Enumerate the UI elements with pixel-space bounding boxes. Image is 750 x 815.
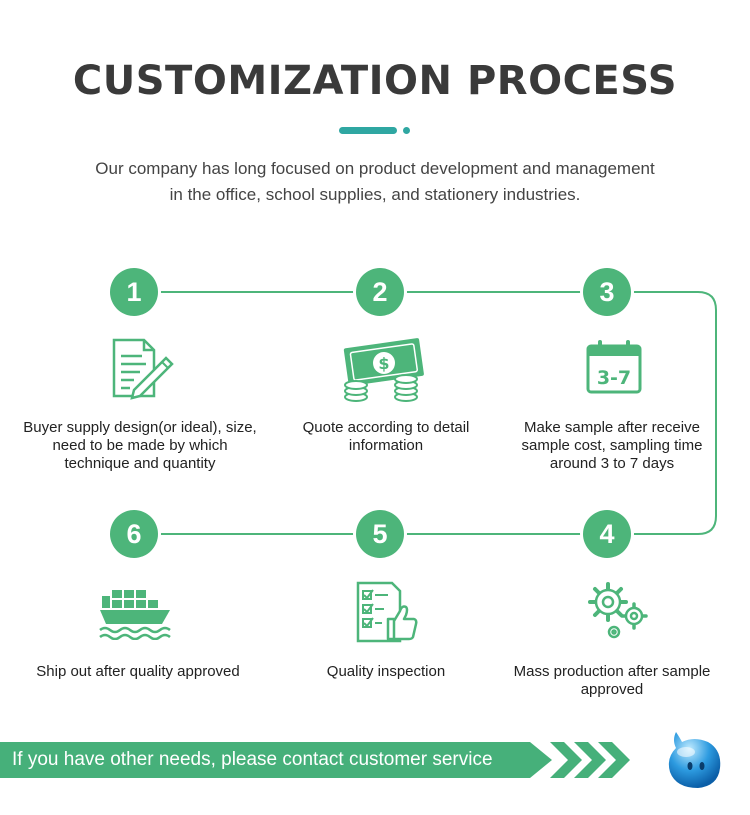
step-1-number: 1 <box>110 268 158 316</box>
svg-text:$: $ <box>378 354 389 373</box>
checklist-thumbs-up-icon <box>356 581 418 643</box>
title-underline-bar <box>339 127 397 134</box>
chevron-arrows-icon <box>550 742 630 778</box>
step-2-number: 2 <box>356 268 404 316</box>
chat-bubble-mascot-icon[interactable] <box>664 728 724 790</box>
contact-banner[interactable] <box>0 742 552 778</box>
calendar-range-text: 3-7 <box>597 367 631 389</box>
step-3-number: 3 <box>583 268 631 316</box>
step-4-number: 4 <box>583 510 631 558</box>
intro-line-1: Our company has long focused on product … <box>95 159 655 178</box>
money-coins-icon: $ <box>343 338 424 402</box>
document-pen-icon <box>112 338 174 400</box>
step-5-label: Quality inspection <box>326 663 446 680</box>
step-3-label: Make sample after receive sample cost, s… <box>521 419 703 472</box>
page-title: CUSTOMIZATION PROCESS <box>72 58 678 104</box>
step-1-label: Buyer supply design(or ideal), size, nee… <box>23 419 257 472</box>
calendar-icon: 3-7 <box>586 340 642 394</box>
intro-line-2: in the office, school supplies, and stat… <box>169 185 581 204</box>
contact-banner-text[interactable]: If you have other needs, please contact … <box>12 749 493 770</box>
title-underline-dot <box>403 127 410 134</box>
gears-icon <box>588 582 648 639</box>
step-6-label: Ship out after quality approved <box>36 663 240 680</box>
step-2-label: Quote according to detail information <box>302 419 470 454</box>
step-5-number: 5 <box>356 510 404 558</box>
step-6-number: 6 <box>110 510 158 558</box>
intro-text: Our company has long focused on product … <box>40 156 710 208</box>
cargo-ship-icon <box>99 590 171 640</box>
step-4-label: Mass production after sample approved <box>513 663 711 698</box>
